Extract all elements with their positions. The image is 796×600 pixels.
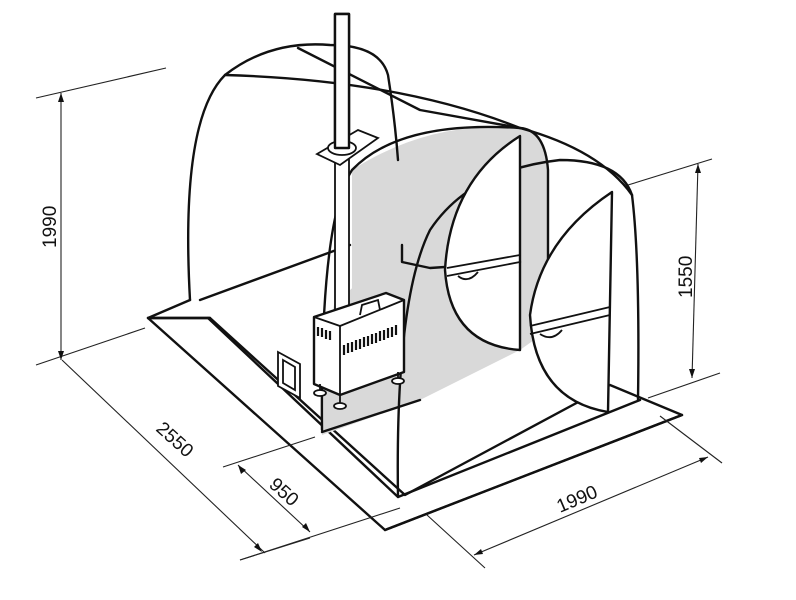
rear-door: [443, 134, 522, 352]
stove: [312, 291, 406, 410]
dimension-length: 2550: [61, 359, 311, 561]
tent-frame: [186, 43, 640, 499]
dim-label-length: 2550: [152, 418, 197, 462]
roof-flashing: [315, 12, 380, 167]
dim-label-height-door: 1550: [676, 256, 697, 298]
front-door: [528, 190, 614, 414]
dimension-height-total: 1990: [35, 67, 167, 366]
vent-window: [277, 350, 301, 400]
dimension-width: 1990: [426, 415, 723, 569]
dim-label-height-total: 1990: [40, 206, 61, 248]
dim-label-vestibule-depth: 950: [265, 474, 303, 511]
dimension-vestibule-depth: 950: [222, 436, 401, 561]
dimension-height-door: 1550: [627, 158, 721, 399]
